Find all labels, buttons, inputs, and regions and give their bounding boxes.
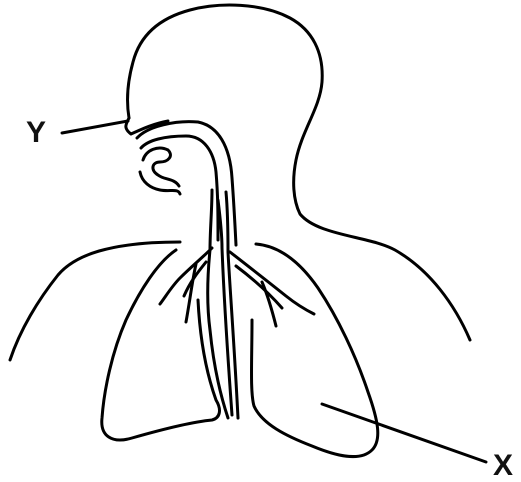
label-x: X (493, 451, 513, 481)
right-lung (252, 244, 378, 457)
tongue (143, 148, 179, 186)
label-y: Y (26, 118, 46, 148)
esophagus (218, 200, 232, 415)
right-bronchus (230, 252, 314, 314)
head-outline (128, 5, 470, 340)
left-shoulder (10, 242, 180, 360)
pointer-line-x (322, 404, 486, 462)
pointer-line-y (62, 121, 128, 133)
left-lung (102, 250, 220, 440)
